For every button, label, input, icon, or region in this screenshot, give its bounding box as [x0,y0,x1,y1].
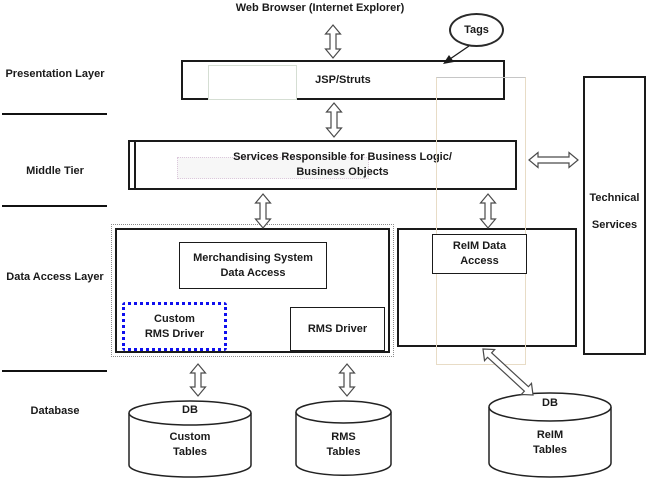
double-arrow-icon [528,151,579,169]
jsp-struts-box: JSP/Struts [181,60,505,100]
rms-driver-box: RMS Driver [290,307,385,351]
double-arrow-icon [324,24,342,59]
custom-rms-driver-box: Custom RMS Driver [122,302,227,351]
tags-callout: Tags [449,13,504,47]
custom-driver-line2: RMS Driver [144,327,205,340]
ghost-rect [208,65,297,100]
tags-pointer-line [449,45,470,60]
double-arrow-icon [338,363,356,397]
reim-line1: ReIM Data [452,240,507,252]
diagram-title: Web Browser (Internet Explorer) [235,2,405,14]
double-arrow-icon [189,363,207,397]
merchandising-system-box: Merchandising System Data Access [179,242,327,289]
selection-marquee [111,224,394,357]
merchandising-line1: Merchandising System [193,251,313,264]
services-label-line1: Services Responsible for Business Logic/ [233,151,452,163]
database-cylinder-icon [128,400,252,478]
db-label: DB [182,404,198,416]
rms-tables-database: RMS Tables [295,400,392,477]
merchandising-line2: Data Access [220,266,286,279]
db-label: DB [542,397,558,409]
custom-tables-database: DB Custom Tables [128,400,252,478]
services-box-left-edge [134,142,136,188]
database-cylinder-icon [488,392,612,478]
rms-driver-label: RMS Driver [307,323,368,335]
layer-divider [2,370,107,372]
tags-label: Tags [464,24,489,36]
layer-divider [2,205,107,207]
merchandising-data-access-container: Merchandising System Data Access Custom … [115,228,390,353]
layer-divider [2,113,107,115]
layer-label-middle-tier: Middle Tier [26,165,84,177]
custom-tables-line2: Tables [172,446,208,458]
database-cylinder-icon [295,400,392,476]
reim-tables-database: DB ReIM Tables [488,392,612,478]
double-arrow-icon [254,193,272,229]
rms-tables-line1: RMS [331,431,356,443]
jsp-struts-label: JSP/Struts [315,74,371,86]
ghost-rect [177,157,369,179]
reim-tables-line1: ReIM [536,429,564,441]
reim-data-access-box: ReIM Data Access [432,234,527,274]
custom-driver-line1: Custom [154,312,195,325]
services-box: Services Responsible for Business Logic/… [128,140,517,190]
reim-line2: Access [460,255,499,267]
technical-services-line1: Technical [589,191,640,204]
rms-tables-line2: Tables [326,446,361,458]
services-label-line2: Business Objects [296,166,389,178]
technical-services-line2: Services [591,218,638,231]
technical-services-box: Technical Services [583,76,646,355]
reim-tables-line2: Tables [532,444,568,456]
layer-label-database: Database [30,405,80,417]
custom-tables-line1: Custom [169,431,211,443]
double-arrow-icon [325,102,343,138]
layer-label-presentation: Presentation Layer [5,68,105,80]
tags-highlight-band [436,77,526,365]
layer-label-data-access: Data Access Layer [6,271,104,283]
